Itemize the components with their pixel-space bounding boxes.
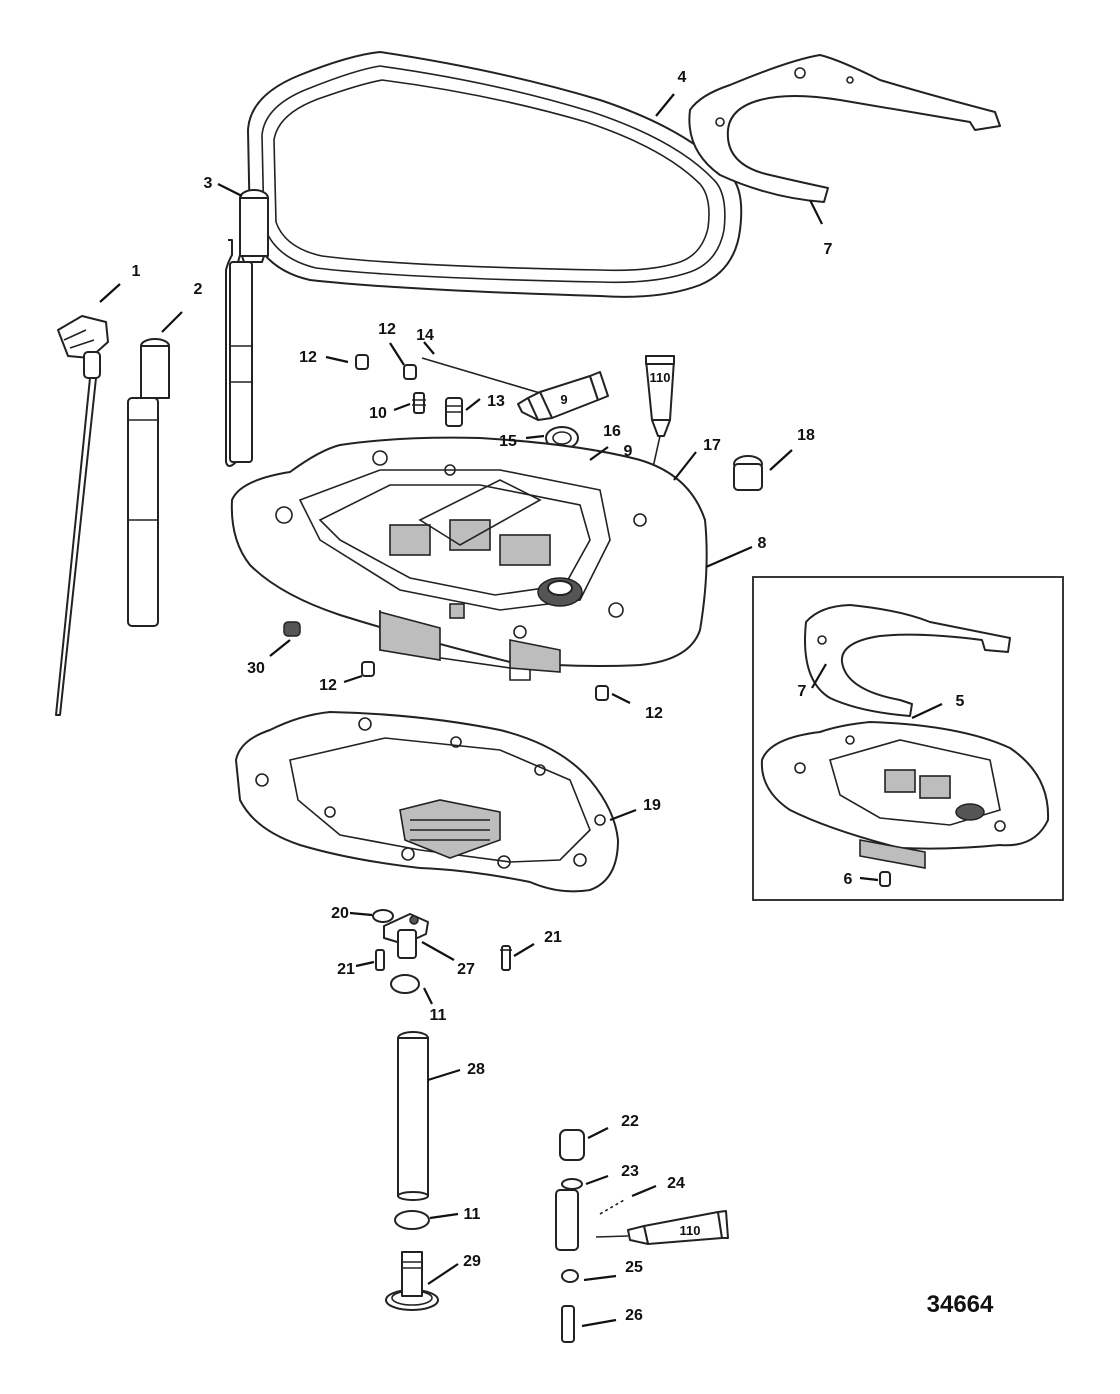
sealant-tube-110-top: 110 [645, 355, 675, 491]
callout-17: 17 [703, 437, 721, 454]
part-11-ring-top [390, 974, 420, 994]
callout-7a: 7 [824, 241, 833, 258]
callout-10: 10 [369, 405, 387, 422]
sealant-tube-110-bottom: 110 [595, 1210, 729, 1245]
callout-30: 30 [247, 660, 265, 677]
callout-15: 15 [499, 433, 517, 450]
tube-label-110-bottom: 110 [680, 1223, 701, 1238]
callout-21a: 21 [337, 961, 355, 978]
callout-7b: 7 [798, 683, 807, 700]
callout-22: 22 [621, 1113, 639, 1130]
callout-16: 16 [603, 423, 621, 440]
parts-22-26-linkage [555, 1129, 625, 1343]
callout-5: 5 [956, 693, 965, 710]
callout-3: 3 [204, 175, 213, 192]
callout-12a: 12 [299, 349, 317, 366]
callout-18: 18 [797, 427, 815, 444]
callout-numbers: 1 2 3 4 7 12 12 14 110 10 13 15 16 9 17 … [132, 69, 965, 1324]
part-8-adapter-plate [230, 436, 708, 681]
small-hardware-top [355, 354, 541, 427]
callout-26: 26 [625, 1307, 643, 1324]
callout-23: 23 [621, 1163, 639, 1180]
callout-29: 29 [463, 1253, 481, 1270]
tube-label-9: 9 [560, 392, 567, 407]
part-19-gasket [235, 711, 619, 893]
part-20-27-21 [372, 909, 512, 971]
sealant-tube-9: 9 [517, 371, 609, 421]
part-4-gasket [247, 51, 743, 298]
callout-25: 25 [625, 1259, 643, 1276]
part-11-29-bottom [385, 1210, 439, 1311]
leader-lines [99, 93, 943, 1328]
diagram-id: 34664 [927, 1291, 994, 1318]
callout-9b: 9 [624, 443, 633, 460]
callout-28: 28 [467, 1061, 485, 1078]
callout-2: 2 [194, 281, 203, 298]
inset-view [752, 576, 1064, 901]
callout-24: 24 [667, 1175, 685, 1192]
callout-8: 8 [758, 535, 767, 552]
callout-12b: 12 [378, 321, 396, 338]
part-7-plate-top [688, 54, 1001, 203]
part-28-tube [397, 1031, 429, 1201]
callout-19: 19 [643, 797, 661, 814]
callout-27: 27 [457, 961, 475, 978]
callout-20: 20 [331, 905, 349, 922]
callout-21b: 21 [544, 929, 562, 946]
part-3-shaft [225, 189, 269, 467]
callout-6: 6 [844, 871, 853, 888]
part-2-shaft [127, 338, 170, 627]
callout-12d: 12 [645, 705, 663, 722]
part-30-12-fasteners [283, 621, 609, 701]
callout-12c: 12 [319, 677, 337, 694]
callout-11b: 11 [464, 1206, 481, 1223]
callout-1: 1 [132, 263, 141, 280]
callout-11a: 11 [430, 1007, 447, 1024]
tube-label-110-top: 110 [650, 370, 671, 385]
callout-4: 4 [678, 69, 687, 86]
callout-14: 14 [416, 327, 434, 344]
callout-13: 13 [487, 393, 505, 410]
part-1-linkage [55, 315, 109, 716]
